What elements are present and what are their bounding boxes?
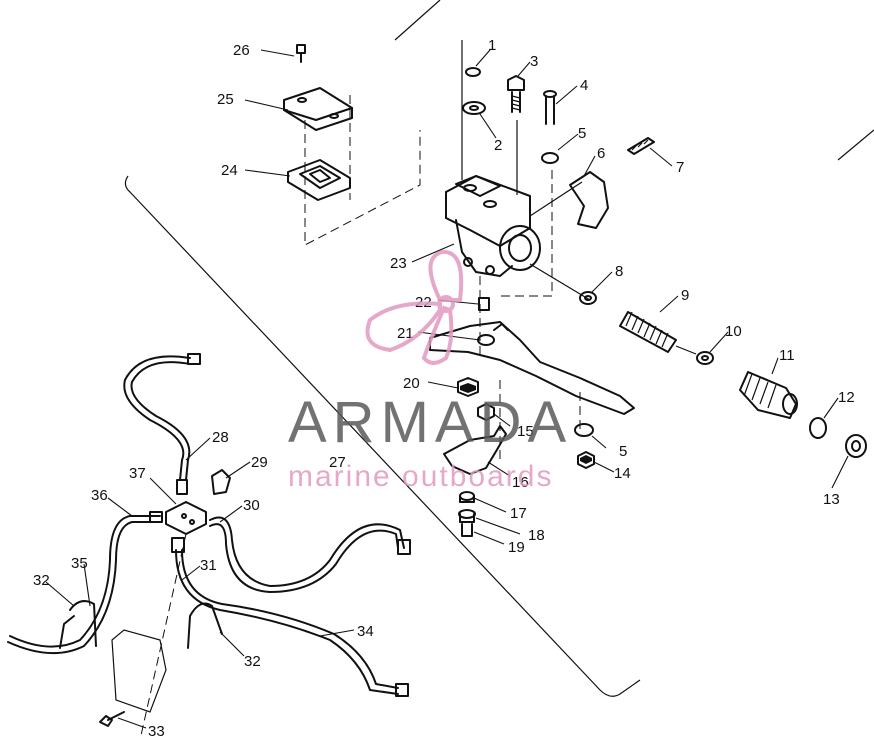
part-22-pin [478,297,490,311]
part-9-spring [619,311,677,353]
boundary-line [124,175,641,697]
callout-25: 25 [217,91,234,108]
part-24-gasket [287,159,351,201]
brake-hose-28 [123,353,201,495]
part-4-pin [543,90,557,125]
part-5-washer [541,152,559,164]
callout-8: 8 [615,263,623,280]
callout-5b: 5 [619,443,627,460]
brake-hose-30 [209,516,411,593]
callout-36: 36 [91,487,108,504]
part-25-cover [283,87,353,131]
boundary-line-right [837,129,874,161]
part-35-clamp [59,615,75,649]
part-20-nut [457,377,479,397]
part-14-nut [577,451,595,469]
part-1-washer [465,67,481,77]
part-37-junction [165,501,207,535]
part-19-bolt [461,523,473,537]
callout-7: 7 [676,159,684,176]
part-26-screw [296,44,306,63]
boundary-line-top [394,0,441,41]
callout-34: 34 [357,623,374,640]
callout-2: 2 [494,137,502,154]
part-2-diaphragm [462,101,486,115]
callout-27: 27 [329,454,346,471]
part-23-master-cylinder [445,175,583,277]
callout-1: 1 [488,37,496,54]
callout-28: 28 [212,429,229,446]
axis-dash [140,533,187,737]
callout-4: 4 [580,77,588,94]
axis-dash [500,170,553,297]
part-3-bolt [507,75,525,113]
brake-hose-36 [7,511,163,655]
part-6-clamp [569,171,609,229]
propeller-icon [365,249,464,365]
callout-35: 35 [71,555,88,572]
callout-37: 37 [129,465,146,482]
callout-18: 18 [528,527,545,544]
part-15-nut [477,403,495,421]
callout-11: 11 [779,347,795,364]
callout-13: 13 [823,491,840,508]
part-5-washer-lower [574,423,594,437]
part-11-piston [739,371,798,419]
callout-31: 31 [200,557,217,574]
inset-dash [304,120,421,246]
callout-12: 12 [838,389,855,406]
callout-26: 26 [233,42,250,59]
part-33-bolt [99,711,125,727]
callout-5: 5 [578,125,586,142]
callout-9: 9 [681,287,689,304]
part-32-clamp-left [69,600,97,647]
callout-29: 29 [251,454,268,471]
part-32-clamp-right [187,602,223,649]
callout-23: 23 [390,255,407,272]
part-18-bolt [458,509,476,523]
axis-line [529,263,591,301]
part-8-washer [579,291,597,305]
axis-line [675,345,697,355]
part-13-boot [845,434,867,458]
part-16-bracket [443,425,507,475]
part-17-washer [459,491,475,503]
watermark-logo: ARMADA marine outboards [288,249,572,493]
callout-labels: 26 25 24 1 2 3 4 5 6 7 8 9 10 11 12 13 1… [33,37,855,737]
callout-33: 33 [148,723,165,737]
part-10-washer [696,351,714,365]
part-29-clip [211,469,231,495]
callout-21: 21 [397,325,414,342]
callout-32b: 32 [244,653,261,670]
callout-6: 6 [597,145,605,162]
callout-16: 16 [512,474,529,491]
callout-17: 17 [510,505,527,522]
mounting-plate [111,629,167,713]
callout-3: 3 [530,53,538,70]
callout-19: 19 [508,539,525,556]
callout-20: 20 [403,375,420,392]
callout-32: 32 [33,572,50,589]
part-7-screw [627,137,655,155]
leader-lines [45,49,849,729]
part-12-ring [809,417,827,439]
callout-30: 30 [243,497,260,514]
callout-14: 14 [614,465,631,482]
brake-hose-31-34 [171,537,409,697]
callout-10: 10 [725,323,742,340]
watermark-tagline: marine outboards [288,460,553,493]
callout-24: 24 [221,162,238,179]
watermark-brand: ARMADA [288,390,572,455]
callout-15: 15 [517,423,534,440]
